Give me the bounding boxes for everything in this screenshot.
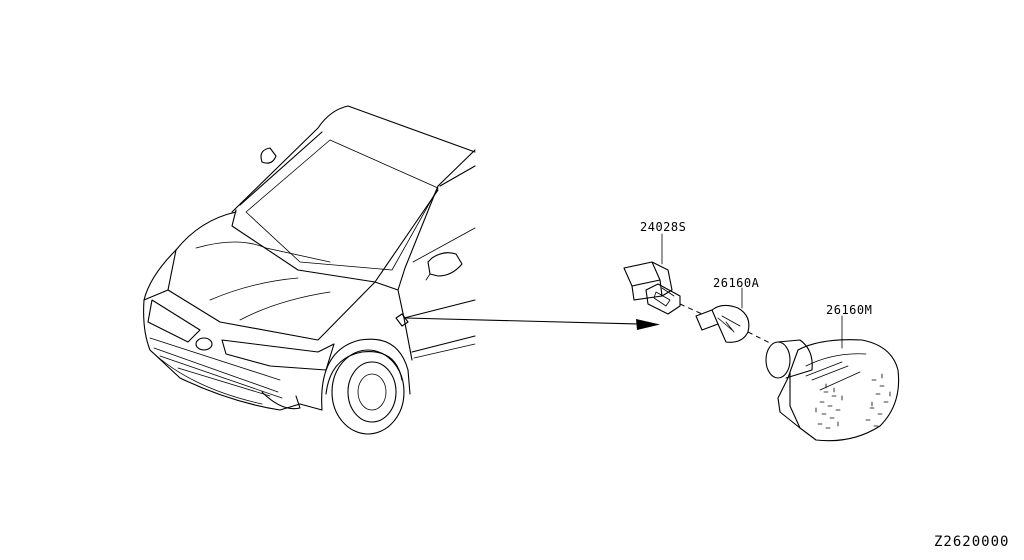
assembly-line — [747, 331, 773, 345]
location-arrow — [404, 317, 660, 330]
diagram-code: Z2620000 — [934, 534, 1009, 550]
bulb-part-number: 26160A — [713, 276, 760, 290]
lamp-part-number: 26160M — [826, 303, 872, 317]
assembly-line — [679, 303, 703, 315]
side-marker-lamp-part — [765, 315, 900, 442]
connector-socket-part — [623, 233, 681, 315]
bulb-part — [695, 287, 750, 343]
lens-texture — [815, 373, 891, 429]
vehicle-illustration — [143, 105, 476, 435]
connector-part-number: 24028S — [640, 220, 686, 234]
